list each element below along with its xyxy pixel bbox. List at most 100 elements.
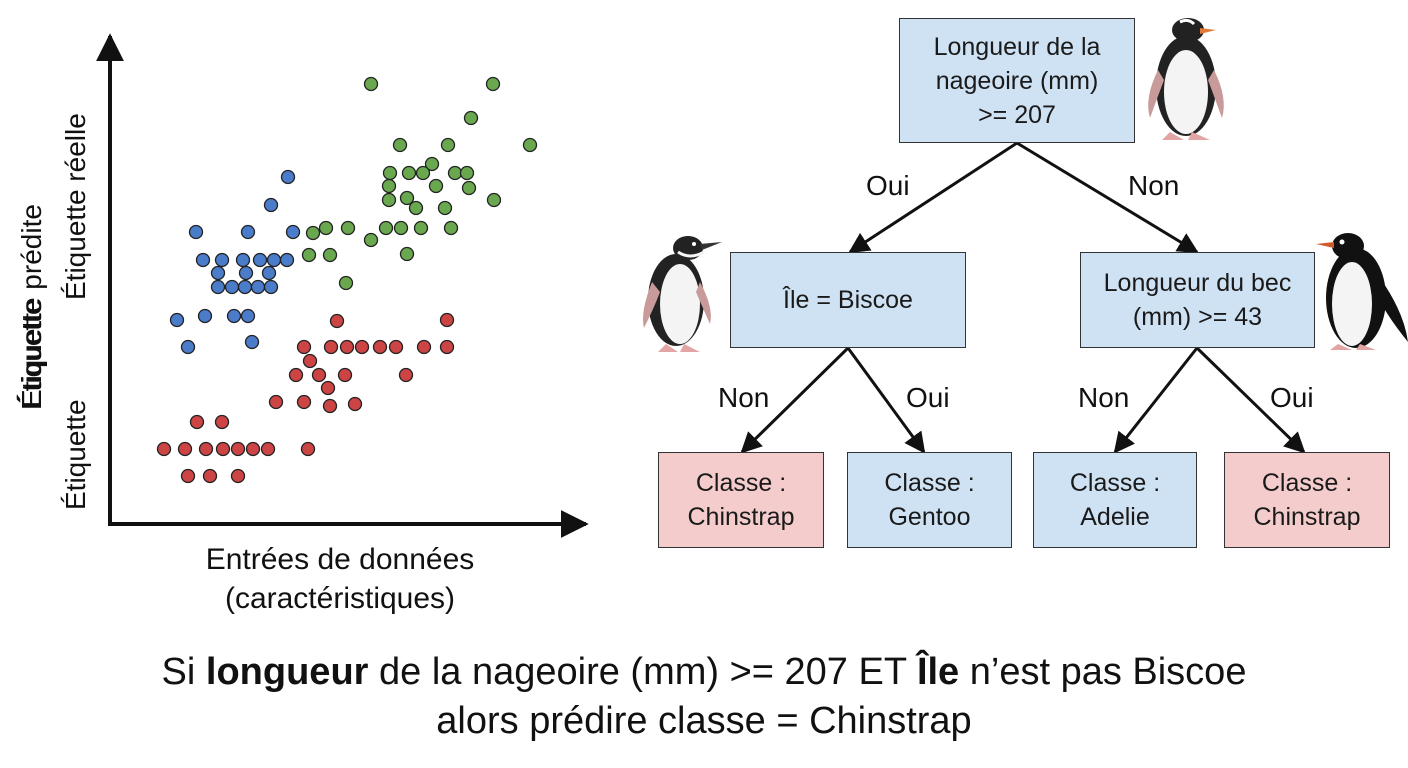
green-point	[485, 76, 501, 92]
blue-point	[263, 197, 279, 213]
edge-right-right	[1195, 346, 1306, 454]
green-point	[340, 220, 356, 236]
blue-point	[252, 252, 268, 268]
blue-point	[180, 339, 196, 355]
root-node: Longueur de la nageoire (mm) >= 207	[899, 18, 1135, 143]
red-point	[337, 367, 353, 383]
edge-root-right	[1016, 141, 1199, 254]
green-point	[443, 220, 459, 236]
green-point	[437, 200, 453, 216]
edge-right-left	[1113, 347, 1199, 454]
green-point	[401, 165, 417, 181]
green-point	[382, 165, 398, 181]
blue-point	[250, 279, 266, 295]
blue-point	[226, 308, 242, 324]
red-point	[198, 441, 214, 457]
green-point	[424, 156, 440, 172]
y-axis-label-2: Étiquette prédite	[16, 204, 47, 408]
x-axis-label: Entrées de données (caractéristiques)	[140, 540, 540, 618]
green-point	[408, 200, 424, 216]
green-point	[428, 178, 444, 194]
blue-point	[195, 252, 211, 268]
tree-edges	[740, 141, 1306, 454]
red-point	[372, 339, 388, 355]
blue-point	[266, 252, 282, 268]
edge-label-right-right: Oui	[1270, 382, 1314, 413]
blue-point	[244, 334, 260, 350]
green-point	[413, 220, 429, 236]
rule-keyword-longueur: longueur	[205, 651, 369, 693]
scatter-points	[156, 76, 538, 484]
rule-text: Si longueur de la nageoire (mm) >= 207 E…	[0, 648, 1408, 747]
green-point	[399, 190, 415, 206]
green-point	[381, 178, 397, 194]
edge-label-left-right: Oui	[906, 382, 950, 413]
blue-point	[237, 279, 253, 295]
bill-length-node-line-2: (mm) >= 43	[1132, 303, 1263, 331]
adelie-penguin-icon	[1316, 233, 1408, 350]
red-point	[215, 441, 231, 457]
red-point	[329, 313, 345, 329]
green-point	[486, 192, 502, 208]
blue-point	[210, 265, 226, 281]
red-point	[177, 441, 193, 457]
green-point	[338, 275, 354, 291]
red-point	[323, 339, 339, 355]
leaf-adelie: Classe : Adelie	[1033, 452, 1197, 548]
red-point	[296, 339, 312, 355]
green-point	[318, 220, 334, 236]
bill-length-node-line-1: Longueur du bec	[1103, 269, 1292, 297]
blue-point	[224, 279, 240, 295]
leaf-line: Chinstrap	[687, 503, 795, 531]
leaf-line: Classe :	[1261, 469, 1353, 497]
green-point	[463, 110, 479, 126]
blue-point	[238, 265, 254, 281]
chinstrap-penguin-icon	[643, 236, 722, 352]
rule-part: n’est pas Biscoe	[959, 651, 1247, 693]
red-point	[354, 339, 370, 355]
y-axis-label-3: Étiquette réelle	[60, 113, 91, 300]
edge-label-root-left: Oui	[866, 170, 910, 201]
edge-root-left	[848, 141, 1018, 254]
red-point	[302, 353, 318, 369]
blue-point	[280, 169, 296, 185]
blue-point	[214, 252, 230, 268]
red-point	[260, 441, 276, 457]
edge-label-root-right: Non	[1128, 170, 1180, 201]
red-point	[268, 394, 284, 410]
green-point	[440, 137, 456, 153]
red-point	[439, 339, 455, 355]
leaf-line: Gentoo	[888, 503, 971, 531]
leaf-line: Classe :	[695, 469, 787, 497]
blue-point	[240, 308, 256, 324]
green-point	[301, 247, 317, 263]
rule-part: Si	[161, 651, 206, 693]
green-point	[522, 137, 538, 153]
green-point	[305, 225, 321, 241]
red-point	[320, 380, 336, 396]
red-point	[288, 367, 304, 383]
edge-left-right	[846, 347, 926, 454]
root-node-line-2: nageoire (mm)	[935, 66, 1099, 95]
red-point	[180, 468, 196, 484]
green-point	[447, 165, 463, 181]
blue-point	[169, 312, 185, 328]
red-point	[347, 396, 363, 412]
green-point	[363, 76, 379, 92]
blue-point	[263, 279, 279, 295]
rule-part: de la nageoire (mm) >= 207 ET	[368, 651, 917, 693]
green-point	[415, 165, 431, 181]
red-point	[311, 367, 327, 383]
green-point	[399, 246, 415, 262]
red-point	[202, 468, 218, 484]
island-node-label: Île = Biscoe	[783, 286, 913, 314]
leaf-gentoo: Classe : Gentoo	[847, 452, 1012, 548]
red-point	[416, 339, 432, 355]
root-node-line-3: >= 207	[978, 100, 1056, 129]
leaf-line: Classe :	[1069, 469, 1161, 497]
leaf-chinstrap-2: Classe : Chinstrap	[1224, 452, 1390, 548]
green-point	[461, 180, 477, 196]
red-point	[245, 441, 261, 457]
blue-point	[235, 252, 251, 268]
